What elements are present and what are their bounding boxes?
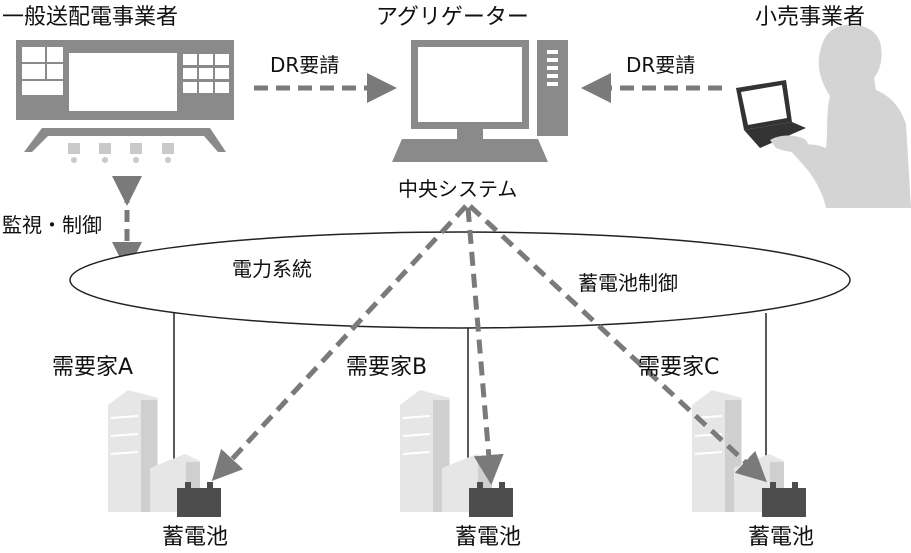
control-console-icon xyxy=(16,40,234,163)
aggregator-label: アグリゲーター xyxy=(376,5,529,30)
monitor-control-label: 監視・制御 xyxy=(2,213,102,237)
power-system-ellipse xyxy=(69,231,851,329)
battery-a-label: 蓄電池 xyxy=(162,525,228,550)
consumer-c-label: 需要家C xyxy=(638,355,719,380)
consumer-b-label: 需要家B xyxy=(346,355,427,380)
battery-b-label: 蓄電池 xyxy=(455,525,521,550)
battery-control-label: 蓄電池制御 xyxy=(578,271,678,295)
dr-request-label-left: DR要請 xyxy=(270,53,339,77)
consumer-a-label: 需要家A xyxy=(52,355,133,380)
battery-icon xyxy=(762,482,806,517)
power-system-label: 電力系統 xyxy=(232,257,312,281)
battery-c-label: 蓄電池 xyxy=(748,525,814,550)
dr-request-label-right: DR要請 xyxy=(626,53,695,77)
central-system-label: 中央システム xyxy=(398,177,517,201)
person-with-laptop-icon xyxy=(736,24,911,209)
grid-operator-label: 一般送配電事業者 xyxy=(2,5,178,30)
desktop-computer-icon xyxy=(392,40,568,162)
retailer-label: 小売事業者 xyxy=(755,5,865,30)
battery-icon xyxy=(177,482,221,517)
building-icon xyxy=(108,390,200,512)
battery-icon xyxy=(469,482,513,517)
battery-control-arrow-a xyxy=(211,204,468,482)
